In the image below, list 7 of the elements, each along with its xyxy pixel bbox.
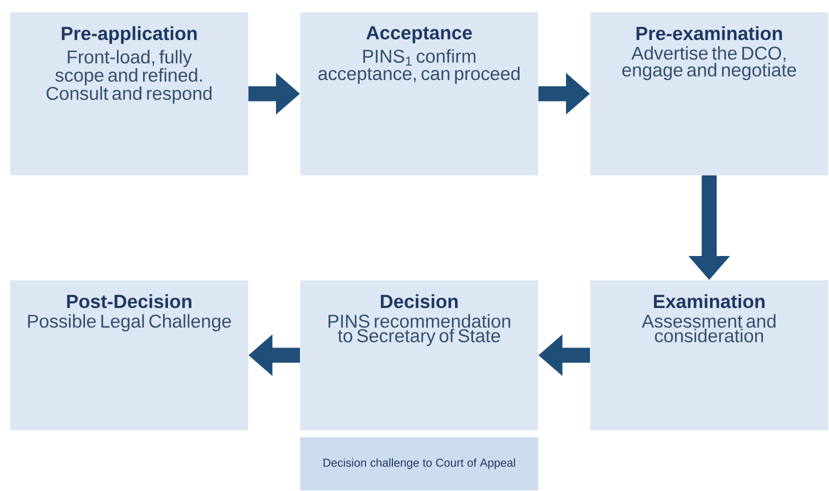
process-box: Post-Decision Possible Legal Challenge (10, 280, 248, 430)
process-box: Decision PINS recommendation to Secretary of State (300, 280, 538, 430)
process-box: Examination Assessment and consideration (590, 280, 828, 430)
process-box: Acceptance PINS$_{1}$ confirm acceptance, can proceed (300, 12, 538, 176)
process-box: Pre-application Front-load, fully scope and refined. Consult and respond (10, 12, 248, 176)
process-box: Pre-examination Advertise the DCO, engage and negotiate (590, 12, 828, 176)
note-box: Decision challenge to Court of Appeal (300, 437, 538, 490)
